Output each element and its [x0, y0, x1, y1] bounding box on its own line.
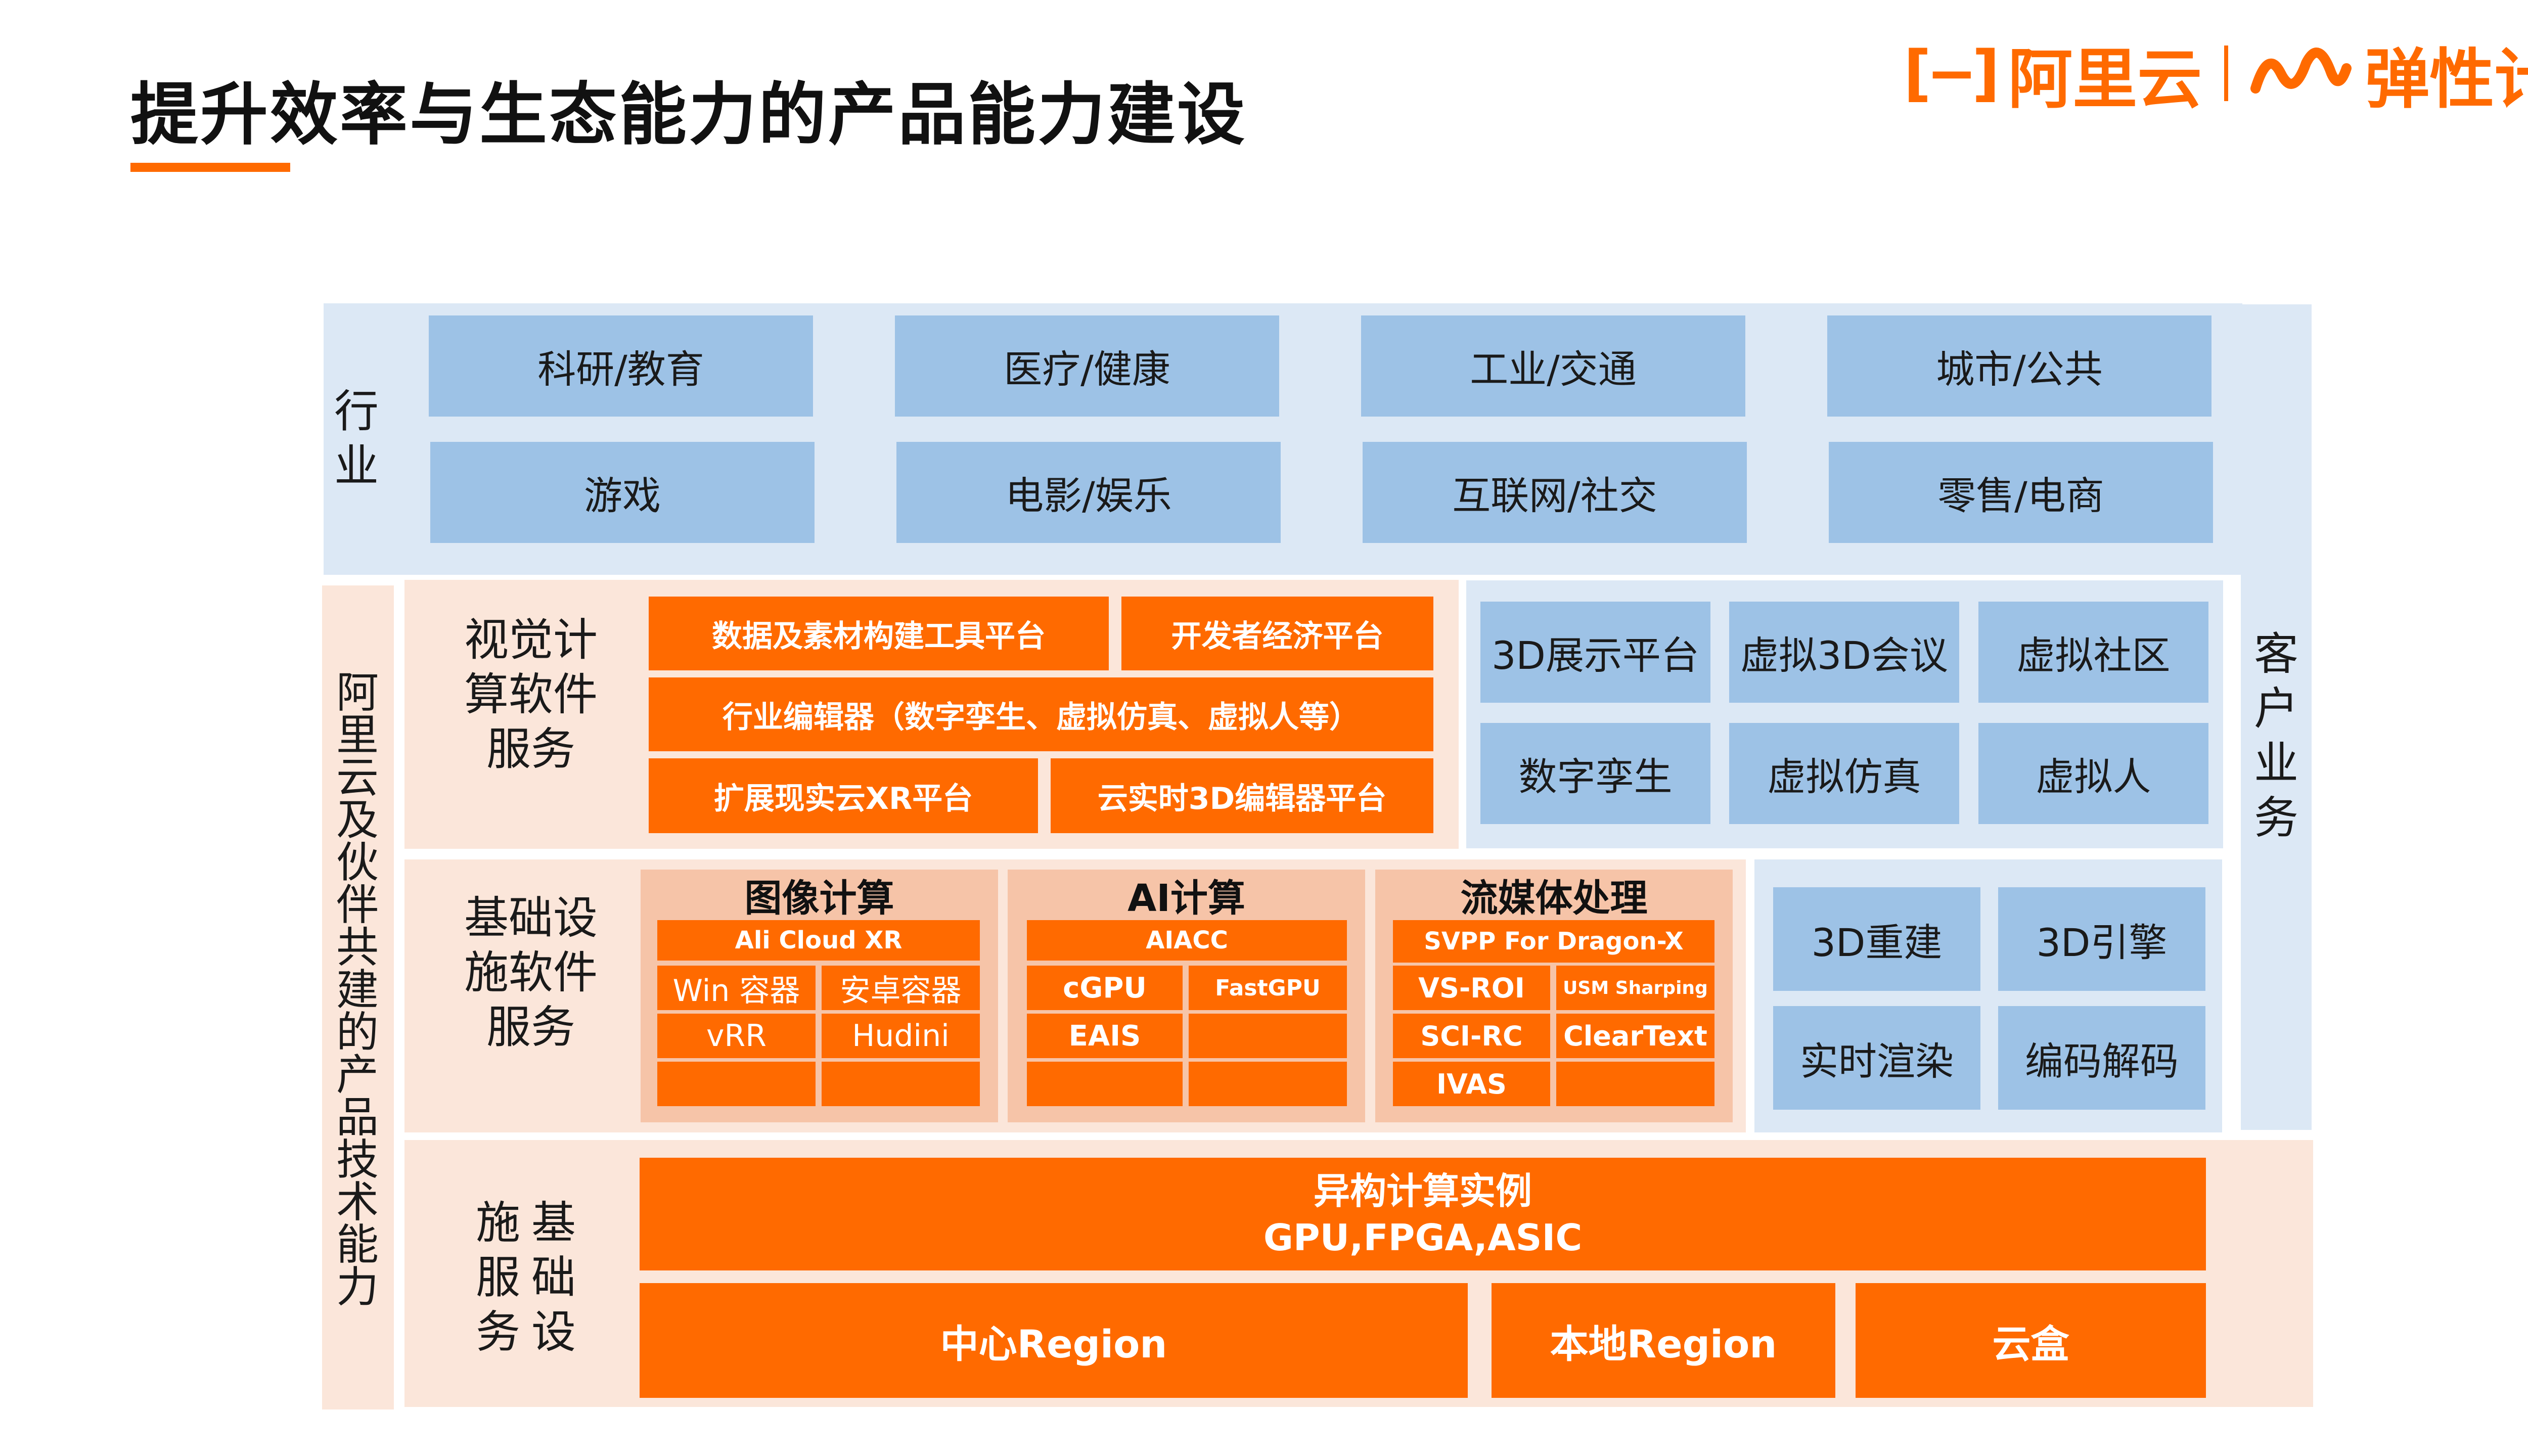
tech-box: 编码解码 — [1998, 1006, 2205, 1110]
platform-box: 云实时3D编辑器平台 — [1051, 758, 1433, 833]
infrastructure-label-col2: 基础设 — [531, 1197, 576, 1358]
industry-item: 城市/公共 — [1827, 315, 2211, 417]
grid-cell: Win 容器 — [657, 966, 816, 1010]
infrastructure-label-col1: 施服务 — [475, 1197, 520, 1358]
industry-item: 医疗/健康 — [895, 315, 1279, 417]
capability-panel — [322, 585, 394, 1409]
brand-logo: [−] 阿里云 弹性计算 — [1904, 35, 2528, 117]
page-title: 提升效率与生态能力的产品能力建设 — [130, 75, 1247, 154]
grid-cell: FastGPU — [1189, 966, 1347, 1010]
grid-cell: ClearText — [1556, 1014, 1714, 1058]
grid-cell — [1189, 1062, 1347, 1106]
platform-box: 扩展现实云XR平台 — [649, 758, 1038, 833]
app-box: 虚拟社区 — [1978, 602, 2208, 703]
industry-item: 互联网/社交 — [1363, 442, 1747, 543]
title-underline — [130, 163, 290, 172]
group-title: 图像计算 — [744, 876, 894, 920]
grid-cell — [1189, 1014, 1347, 1058]
visual-compute-label: 视觉计算软件服务 — [464, 614, 598, 775]
grid-cell: cGPU — [1027, 966, 1183, 1010]
platform-box: 开发者经济平台 — [1121, 597, 1433, 670]
grid-cell — [822, 1062, 980, 1106]
grid-cell: VS-ROI — [1393, 966, 1550, 1010]
industry-item: 零售/电商 — [1829, 442, 2213, 543]
app-box: 虚拟人 — [1978, 723, 2208, 824]
app-box: 3D展示平台 — [1480, 602, 1710, 703]
app-box: 虚拟仿真 — [1729, 723, 1959, 824]
tech-box: 3D重建 — [1773, 887, 1980, 991]
customer-business-label: 客户业务 — [2253, 628, 2298, 844]
industry-item: 游戏 — [430, 442, 815, 543]
grid-cell: Hudini — [822, 1014, 980, 1058]
region-box: 云盒 — [1856, 1283, 2206, 1398]
media-processing-group: 流媒体处理 SVPP For Dragon-X VS-ROI USM Sharp… — [1375, 870, 1733, 1122]
platform-box: 行业编辑器（数字孪生、虚拟仿真、虚拟人等） — [649, 677, 1433, 751]
group-title: 流媒体处理 — [1460, 876, 1648, 920]
customer-business-panel — [2241, 304, 2312, 1130]
industry-item: 工业/交通 — [1361, 315, 1745, 417]
hetero-instance-title: 异构计算实例 — [1313, 1169, 1532, 1212]
aliyun-logo-icon: [−] — [1904, 38, 2000, 109]
grid-cell: SCI-RC — [1393, 1014, 1550, 1058]
grid-cell — [1556, 1062, 1714, 1106]
brand-aliyun-text: 阿里云 — [2008, 41, 2202, 117]
tech-box: 实时渲染 — [1773, 1006, 1980, 1110]
region-box: 本地Region — [1492, 1283, 1835, 1398]
industry-label: 行业 — [334, 385, 379, 492]
industry-item: 电影/娱乐 — [896, 442, 1281, 543]
ai-compute-group: AI计算 AIACC cGPU FastGPU EAIS — [1008, 870, 1365, 1122]
brand-divider — [2224, 46, 2229, 101]
platform-box: 数据及素材构建工具平台 — [649, 597, 1109, 670]
elastic-compute-icon — [2250, 43, 2352, 104]
grid-cell: EAIS — [1027, 1014, 1183, 1058]
grid-cell — [657, 1062, 816, 1106]
app-box: 虚拟3D会议 — [1729, 602, 1959, 703]
base-software-label: 基础设施软件服务 — [464, 892, 598, 1053]
region-box: 中心Region — [640, 1283, 1468, 1398]
capability-label: 阿里云及伙伴共建的产品技术能力 — [336, 668, 379, 1312]
group-header: SVPP For Dragon-X — [1393, 920, 1714, 963]
group-title: AI计算 — [1127, 876, 1245, 920]
group-header: AIACC — [1027, 920, 1347, 961]
app-box: 数字孪生 — [1480, 723, 1710, 824]
brand-elastic-text: 弹性计算 — [2365, 41, 2528, 117]
group-header: Ali Cloud XR — [657, 920, 980, 961]
hetero-instance-subtitle: GPU,FPGA,ASIC — [1263, 1216, 1583, 1259]
grid-cell: USM Sharping — [1556, 966, 1714, 1010]
grid-cell: vRR — [657, 1014, 816, 1058]
grid-cell: 安卓容器 — [822, 966, 980, 1010]
grid-cell: IVAS — [1393, 1062, 1550, 1106]
image-compute-group: 图像计算 Ali Cloud XR Win 容器 安卓容器 vRR Hudini — [641, 870, 998, 1122]
tech-box: 3D引擎 — [1998, 887, 2205, 991]
grid-cell — [1027, 1062, 1183, 1106]
industry-item: 科研/教育 — [429, 315, 813, 417]
hetero-instance-box: 异构计算实例 GPU,FPGA,ASIC — [640, 1158, 2206, 1270]
